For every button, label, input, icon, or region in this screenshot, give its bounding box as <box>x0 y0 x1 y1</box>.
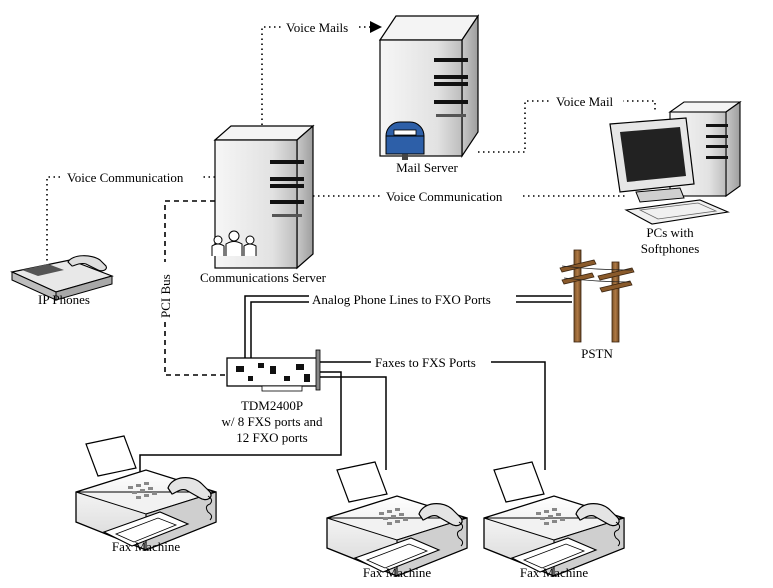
voice-mails-label: Voice Mails <box>286 20 348 35</box>
analog-lines-link-2 <box>250 301 572 358</box>
voice-communication-ip-link <box>46 176 215 262</box>
voice-communication-ip-label: Voice Communication <box>67 170 184 185</box>
mail-server-icon <box>378 14 480 160</box>
fxs-link-2 <box>318 376 387 470</box>
fax-machine-3-label: Fax Machine <box>520 565 588 580</box>
fax-machine-3-icon <box>483 461 625 577</box>
fax-machine-2-icon <box>326 461 468 577</box>
ip-phone-icon <box>10 255 114 301</box>
pc-softphone-icon <box>609 100 742 225</box>
fxs-link-3 <box>318 361 546 470</box>
ip-phones-label: IP Phones <box>38 292 90 307</box>
voice-communication-pc-label: Voice Communication <box>386 189 503 204</box>
pcs-label-line1: PCs with <box>646 225 694 240</box>
communications-server-label: Communications Server <box>200 270 327 285</box>
fax-machine-1-icon <box>75 435 217 551</box>
pstn-poles-icon <box>559 249 635 343</box>
card-label-line3: 12 FXO ports <box>236 430 308 445</box>
pci-bus-label: PCI Bus <box>158 274 173 318</box>
fax-machine-2-label: Fax Machine <box>363 565 431 580</box>
fax-machine-1-label: Fax Machine <box>112 539 180 554</box>
pstn-label: PSTN <box>581 346 613 361</box>
analog-lines-label: Analog Phone Lines to FXO Ports <box>312 292 491 307</box>
voice-mails-link <box>261 26 380 130</box>
fxs-link-1 <box>139 371 342 472</box>
voice-mail-label: Voice Mail <box>556 94 614 109</box>
card-label-line1: TDM2400P <box>241 398 303 413</box>
voice-mail-link <box>478 100 656 153</box>
pcs-label-line2: Softphones <box>641 241 700 256</box>
communications-server-icon <box>213 124 315 270</box>
users-icon <box>211 230 257 256</box>
tdm2400p-card-icon <box>226 349 321 392</box>
mail-server-label: Mail Server <box>396 160 458 175</box>
faxes-fxs-label: Faxes to FXS Ports <box>375 355 476 370</box>
voice-mails-arrowhead <box>370 21 382 33</box>
card-label-line2: w/ 8 FXS ports and <box>221 414 323 429</box>
